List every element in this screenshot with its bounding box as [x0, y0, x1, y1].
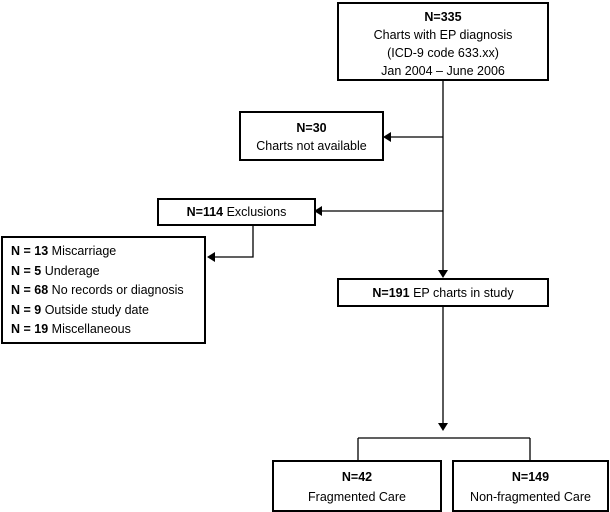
exclusions-box: N=114 Exclusions — [157, 198, 316, 226]
total-charts-count: N=335 — [424, 10, 462, 24]
total-charts-desc-2: (ICD-9 code 633.xx) — [387, 46, 499, 60]
exclusion-reason-label: Miscarriage — [48, 244, 117, 258]
arrow-to-study-box — [438, 270, 448, 278]
exclusion-reason-count: N = 19 — [11, 322, 49, 336]
fragmented-count: N=42 — [341, 470, 373, 484]
exclusion-reason-row: N = 9 Outside study date — [11, 301, 204, 321]
exclusion-reason-count: N = 9 — [11, 302, 42, 317]
nonfragmented-care-box: N=149 Non-fragmented Care — [452, 460, 609, 512]
study-count: N=191 — [372, 286, 410, 300]
exclusion-reason-row: N = 68 No records or diagnosis — [11, 281, 204, 301]
nonfragmented-label: Non-fragmented Care — [470, 490, 591, 504]
exclusion-reason-row: N = 19 Miscellaneous — [11, 320, 204, 340]
exclusion-reason-label: Underage — [41, 263, 100, 278]
total-charts-desc-1: Charts with EP diagnosis — [373, 28, 513, 42]
study-charts-box: N=191 EP charts in study — [337, 278, 549, 307]
total-charts-box: N=335 Charts with EP diagnosis (ICD-9 co… — [337, 2, 549, 81]
exclusion-reason-count: N = 68 — [11, 283, 49, 297]
nonfragmented-count: N=149 — [511, 470, 550, 484]
fragmented-label: Fragmented Care — [308, 490, 406, 504]
arrow-to-reasons-box — [207, 252, 215, 262]
study-label: EP charts in study — [409, 286, 514, 300]
fragmented-care-box: N=42 Fragmented Care — [272, 460, 442, 512]
unavailable-charts-box: N=30 Charts not available — [239, 111, 384, 161]
exclusions-label: Exclusions — [223, 205, 287, 219]
exclusion-reason-row: N = 13 Miscarriage — [11, 242, 204, 262]
exclusion-reason-count: N = 13 — [11, 244, 49, 258]
exclusion-reason-label: Miscellaneous — [48, 322, 131, 336]
arrow-to-split — [438, 423, 448, 431]
exclusion-reason-count: N = 5 — [11, 263, 42, 278]
reasons-connector-line — [209, 226, 254, 258]
unavailable-count: N=30 — [296, 121, 327, 135]
exclusion-reasons-box: N = 13 Miscarriage N = 5 Underage N = 68… — [1, 236, 206, 344]
arrow-to-exclusions-box — [314, 206, 322, 216]
arrow-to-unavailable-box — [383, 132, 391, 142]
total-charts-desc-3: Jan 2004 – June 2006 — [381, 64, 505, 78]
exclusions-count: N=114 — [186, 205, 224, 219]
exclusion-reason-label: Outside study date — [41, 302, 149, 317]
exclusion-reason-label: No records or diagnosis — [48, 283, 184, 297]
exclusion-reason-row: N = 5 Underage — [11, 262, 204, 282]
unavailable-label: Charts not available — [256, 139, 367, 153]
